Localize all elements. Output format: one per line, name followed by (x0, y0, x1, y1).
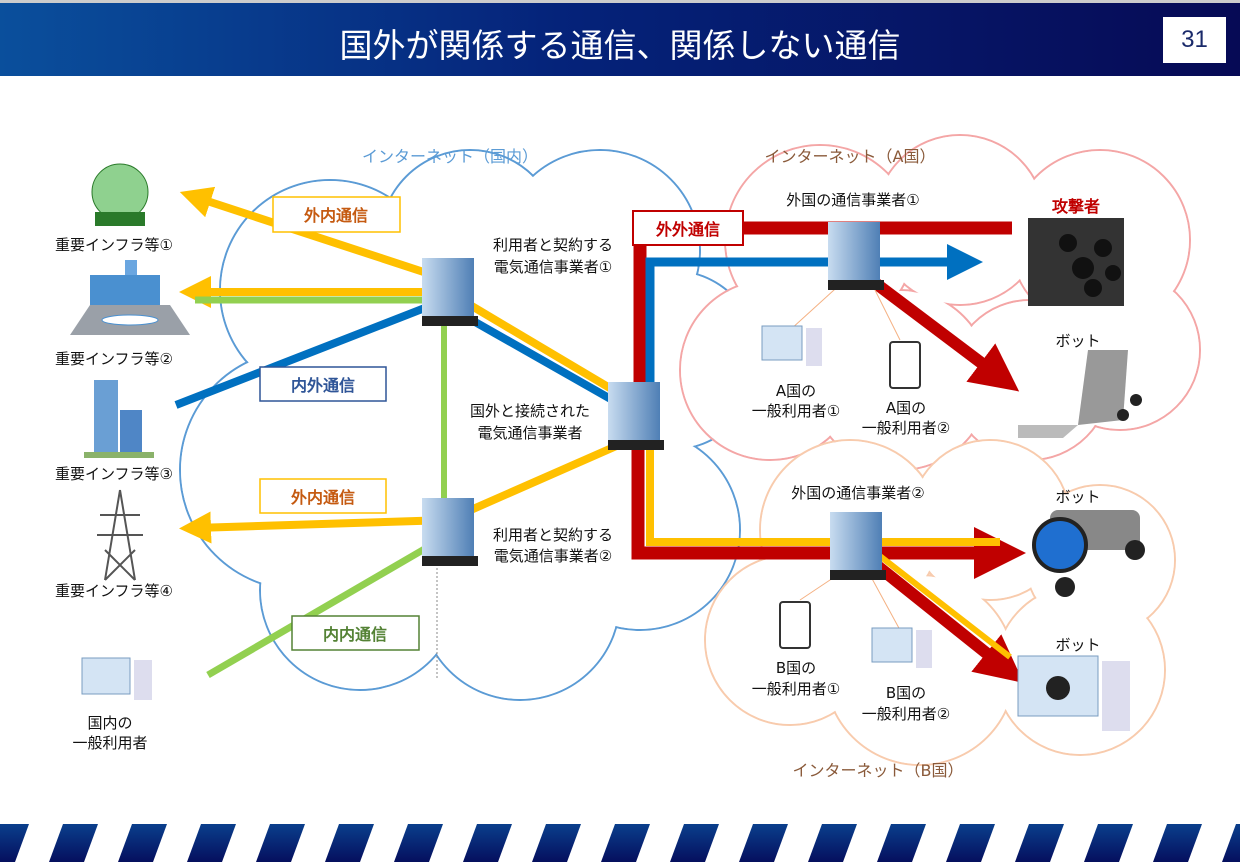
b-user1-label-2: 一般利用者① (752, 680, 840, 698)
domestic-user-label-1: 国内の (87, 714, 132, 732)
bot3-label: ボット (1055, 636, 1100, 654)
carrier2-building-icon (422, 498, 478, 566)
b-user2-pc-icon (871, 627, 932, 668)
bot-camera-icon (1032, 510, 1145, 597)
svg-text:内内通信: 内内通信 (323, 625, 387, 644)
a-user1-label-2: 一般利用者① (752, 402, 840, 420)
office-tower-icon (84, 380, 154, 458)
footer-stripe (1153, 824, 1202, 862)
footer-stripe (739, 824, 788, 862)
footer-stripe (1084, 824, 1133, 862)
foreign2-label: 外国の通信事業者② (791, 484, 924, 502)
country-b-cloud-label: インターネット（B国） (793, 761, 964, 780)
bot-laptop-icon (1018, 350, 1142, 438)
a-user1-label-1: A国の (776, 382, 816, 400)
outin-path-bot3 (874, 550, 1012, 660)
footer-stripe (601, 824, 650, 862)
footer-stripe (1015, 824, 1064, 862)
header-bar: 国外が関係する通信、関係しない通信 31 (0, 0, 1240, 76)
attack-path-bot3 (866, 555, 1024, 683)
carrier2-label-2: 電気通信事業者② (494, 547, 612, 565)
b-user2-label-1: B国の (886, 684, 926, 702)
foreign1-building-icon (828, 222, 884, 290)
footer-stripe (1222, 824, 1240, 862)
label-outin-2: 外内通信 (259, 478, 387, 514)
outin-path-1 (179, 186, 450, 284)
footer-stripe (946, 824, 995, 862)
footer-stripe (49, 824, 98, 862)
carrier1-label-1: 利用者と契約する (493, 236, 613, 254)
domestic-pc-icon (81, 657, 152, 700)
power-tower-icon (97, 489, 143, 581)
svg-text:外外通信: 外外通信 (655, 220, 720, 239)
infra1-label: 重要インフラ等① (55, 236, 173, 254)
footer-stripe (118, 824, 167, 862)
carrier1-label-2: 電気通信事業者① (494, 258, 612, 276)
carrier2-label-1: 利用者と契約する (493, 526, 613, 544)
b-user1-label-1: B国の (776, 659, 816, 677)
a-user2-label-1: A国の (886, 399, 926, 417)
footer-stripe (187, 824, 236, 862)
label-outin-1: 外内通信 (272, 196, 401, 233)
bot2-label: ボット (1055, 488, 1100, 506)
slide-title: 国外が関係する通信、関係しない通信 (339, 26, 901, 65)
carrier1-building-icon (422, 258, 478, 326)
footer-stripe (532, 824, 581, 862)
infra2-label: 重要インフラ等② (55, 350, 173, 368)
footer-stripe (670, 824, 719, 862)
gateway-label-2: 電気通信事業者 (477, 424, 582, 442)
foreign2-building-icon (830, 512, 886, 580)
infra3-label: 重要インフラ等③ (55, 465, 173, 483)
foreign1-label: 外国の通信事業者① (786, 191, 919, 209)
infra4-label: 重要インフラ等④ (55, 582, 173, 600)
footer-stripe (0, 824, 29, 862)
label-outout: 外外通信 (632, 210, 744, 246)
gateway-yellow-upper (452, 292, 633, 404)
country-a-cloud-label: インターネット（A国） (765, 147, 936, 166)
attacker-server-icon (1028, 218, 1124, 306)
bot1-label: ボット (1055, 332, 1100, 350)
footer-stripe (325, 824, 374, 862)
svg-text:外内通信: 外内通信 (303, 206, 368, 225)
label-inin: 内内通信 (291, 615, 420, 651)
footer-stripe (877, 824, 926, 862)
outin-path-bot2 (646, 450, 1000, 546)
bot-pc-icon (1017, 655, 1130, 731)
building-icons (422, 222, 886, 580)
footer-stripe (808, 824, 857, 862)
footer-stripe (256, 824, 305, 862)
b-user2-label-2: 一般利用者② (862, 705, 950, 723)
svg-text:外内通信: 外内通信 (290, 488, 355, 507)
footer-stripes (0, 824, 1240, 862)
airport-icon (70, 260, 190, 335)
page-number: 31 (1163, 17, 1226, 63)
gas-tank-icon (91, 163, 149, 226)
footer-stripe (463, 824, 512, 862)
a-user2-tablet-icon (889, 341, 921, 389)
gateway-label-1: 国外と接続された (470, 402, 590, 420)
a-user1-pc-icon (761, 325, 822, 366)
a-user2-label-2: 一般利用者② (862, 419, 950, 437)
attacker-label: 攻撃者 (1052, 197, 1100, 216)
label-inout: 内外通信 (259, 366, 387, 402)
footer-stripe (394, 824, 443, 862)
b-user1-tablet-icon (779, 601, 811, 649)
inin-path-user (206, 536, 442, 679)
domestic-user-label-2: 一般利用者 (72, 734, 147, 752)
svg-text:内外通信: 内外通信 (291, 376, 355, 395)
domestic-cloud-label: インターネット（国内） (362, 147, 538, 166)
gateway-building-icon (608, 382, 664, 450)
